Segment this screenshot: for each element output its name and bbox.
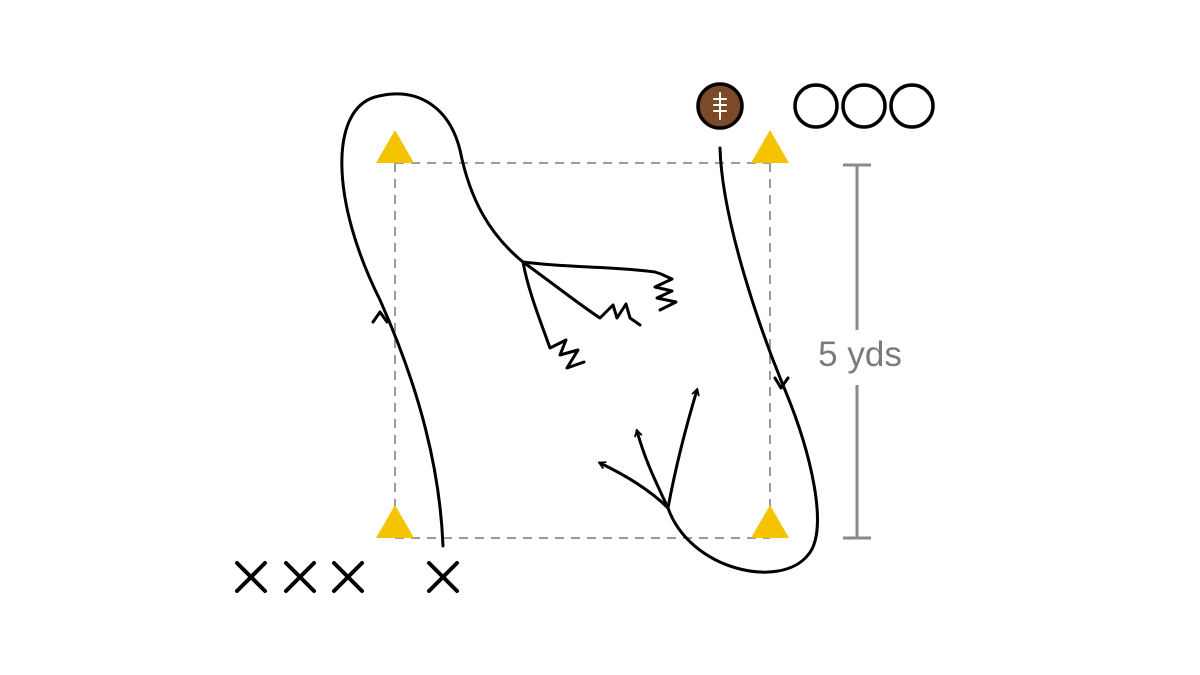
- cone-bottom-left: [376, 505, 414, 538]
- offense-player-x: [284, 561, 316, 593]
- defense-player-o: [841, 83, 887, 129]
- football-icon: [696, 82, 744, 130]
- cone-bottom-right: [751, 505, 789, 538]
- offense-player-x: [235, 561, 267, 593]
- distance-label: 5 yds: [818, 335, 902, 374]
- offense-route: [340, 92, 678, 548]
- dimension-bracket: [843, 163, 871, 540]
- cone-top-right: [751, 130, 789, 163]
- offense-player-x-active: [427, 561, 459, 593]
- defense-player-o: [793, 83, 839, 129]
- defense-route: [600, 146, 819, 574]
- defense-player-o: [889, 83, 935, 129]
- offense-player-x: [332, 561, 364, 593]
- defense-players: [793, 83, 935, 129]
- offense-players: [235, 561, 459, 593]
- boundary-box: [394, 162, 771, 539]
- cone-top-left: [376, 130, 414, 163]
